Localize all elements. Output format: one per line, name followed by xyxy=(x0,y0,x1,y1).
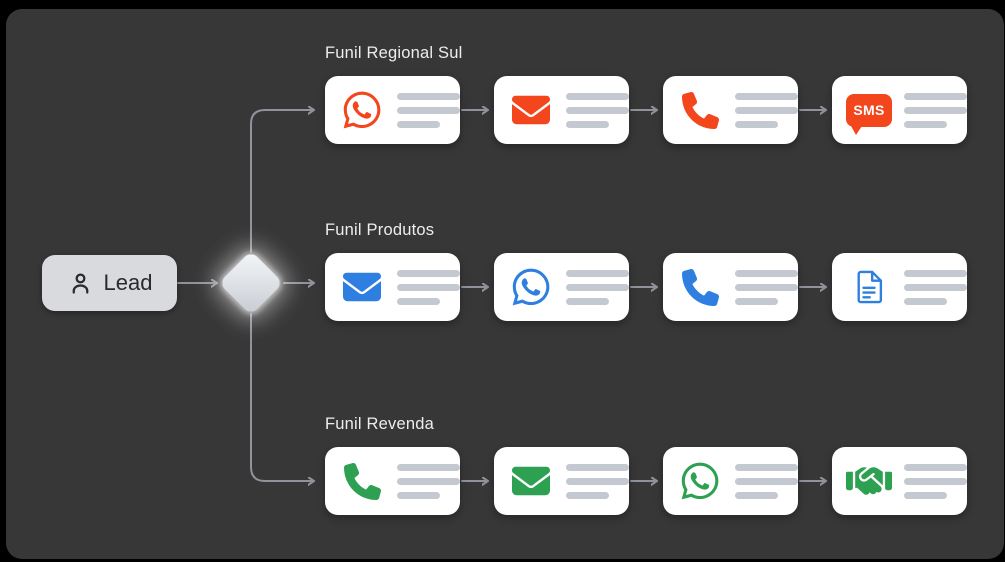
placeholder-line xyxy=(904,477,967,485)
branch-title-regional-sul: Funil Regional Sul xyxy=(325,44,463,62)
flow-step-card[interactable] xyxy=(325,253,460,321)
placeholder-line xyxy=(397,297,440,305)
placeholder-line xyxy=(397,477,460,485)
placeholder-line xyxy=(397,283,460,291)
placeholder-text-lines xyxy=(904,92,967,128)
placeholder-text-lines xyxy=(397,463,460,499)
placeholder-line xyxy=(397,269,460,277)
placeholder-line xyxy=(904,297,947,305)
flow-step-card[interactable] xyxy=(325,447,460,515)
placeholder-text-lines xyxy=(566,92,629,128)
flow-step-card[interactable]: SMS xyxy=(832,76,967,144)
placeholder-line xyxy=(566,477,629,485)
placeholder-line xyxy=(735,92,798,100)
sms-icon: SMS xyxy=(846,93,892,135)
branch-row-produtos xyxy=(325,253,967,321)
phone-icon xyxy=(339,462,385,500)
placeholder-line xyxy=(904,283,967,291)
lead-node[interactable]: Lead xyxy=(42,255,177,311)
placeholder-line xyxy=(735,269,798,277)
placeholder-line xyxy=(904,106,967,114)
whatsapp-icon xyxy=(677,460,723,502)
placeholder-line xyxy=(566,283,629,291)
flow-step-card[interactable] xyxy=(494,447,629,515)
document-icon xyxy=(846,268,892,306)
placeholder-line xyxy=(566,106,629,114)
placeholder-line xyxy=(735,120,778,128)
lead-label: Lead xyxy=(103,270,153,295)
placeholder-line xyxy=(566,120,609,128)
placeholder-text-lines xyxy=(735,92,798,128)
placeholder-text-lines xyxy=(735,269,798,305)
placeholder-line xyxy=(735,477,798,485)
person-icon xyxy=(67,270,94,297)
email-icon xyxy=(339,268,385,306)
branch-row-regional-sul: SMS xyxy=(325,76,967,144)
placeholder-line xyxy=(735,283,798,291)
placeholder-line xyxy=(566,463,629,471)
placeholder-line xyxy=(904,92,967,100)
placeholder-line xyxy=(735,491,778,499)
placeholder-line xyxy=(397,120,440,128)
placeholder-text-lines xyxy=(566,463,629,499)
placeholder-line xyxy=(566,92,629,100)
placeholder-line xyxy=(735,297,778,305)
whatsapp-icon xyxy=(508,266,554,308)
branch-title-revenda: Funil Revenda xyxy=(325,415,434,433)
flow-step-card[interactable] xyxy=(494,76,629,144)
whatsapp-icon xyxy=(339,89,385,131)
flow-step-card[interactable] xyxy=(832,447,967,515)
flow-step-card[interactable] xyxy=(663,447,798,515)
placeholder-text-lines xyxy=(904,269,967,305)
branch-title-produtos: Funil Produtos xyxy=(325,221,435,239)
placeholder-line xyxy=(735,463,798,471)
placeholder-line xyxy=(904,491,947,499)
placeholder-line xyxy=(904,269,967,277)
email-icon xyxy=(508,91,554,129)
flow-step-card[interactable] xyxy=(663,76,798,144)
placeholder-text-lines xyxy=(735,463,798,499)
phone-icon xyxy=(677,268,723,306)
placeholder-line xyxy=(904,120,947,128)
email-icon xyxy=(508,462,554,500)
placeholder-text-lines xyxy=(566,269,629,305)
placeholder-line xyxy=(566,297,609,305)
placeholder-line xyxy=(735,106,798,114)
placeholder-line xyxy=(397,463,460,471)
placeholder-line xyxy=(904,463,967,471)
placeholder-text-lines xyxy=(397,92,460,128)
placeholder-text-lines xyxy=(904,463,967,499)
branch-row-revenda xyxy=(325,447,967,515)
flow-step-card[interactable] xyxy=(325,76,460,144)
placeholder-line xyxy=(566,269,629,277)
placeholder-text-lines xyxy=(397,269,460,305)
flow-step-card[interactable] xyxy=(663,253,798,321)
placeholder-line xyxy=(397,106,460,114)
handshake-icon xyxy=(846,461,892,501)
flow-step-card[interactable] xyxy=(494,253,629,321)
placeholder-line xyxy=(397,92,460,100)
flow-step-card[interactable] xyxy=(832,253,967,321)
phone-icon xyxy=(677,91,723,129)
placeholder-line xyxy=(397,491,440,499)
placeholder-line xyxy=(566,491,609,499)
